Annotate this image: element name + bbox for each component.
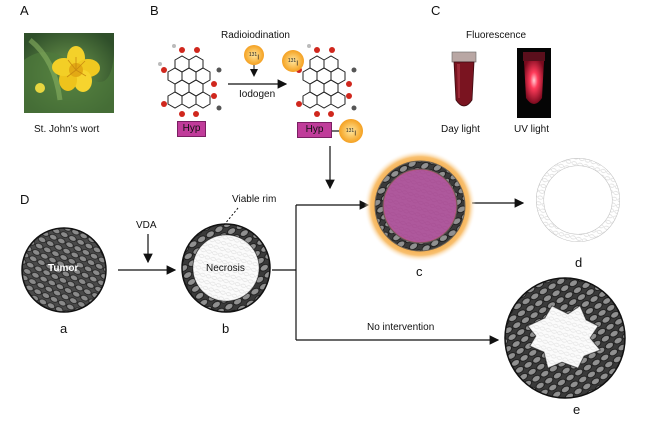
- hypericin-atoms-right: [293, 44, 357, 117]
- necrosis-label: Necrosis: [206, 263, 245, 274]
- viable-rim-pointer: [223, 207, 239, 226]
- tumor-d: [536, 158, 620, 242]
- stage-label-c: c: [416, 264, 423, 279]
- tumor-b: [181, 223, 271, 313]
- panel-letter-a: A: [20, 3, 29, 18]
- iodine-131-badge-top: 131I: [244, 45, 264, 65]
- viable-rim-label: Viable rim: [232, 194, 277, 205]
- iodine-131-badge-attached: 131I: [339, 119, 363, 143]
- uv-light-tube: [517, 48, 551, 118]
- stage-label-a: a: [60, 321, 68, 336]
- no-intervention-label: No intervention: [367, 322, 435, 333]
- branch-arrows: [272, 198, 525, 345]
- stage-label-b: b: [222, 321, 230, 336]
- day-light-tube: [451, 51, 477, 107]
- hypericin-molecule-left: [167, 55, 211, 109]
- vda-label: VDA: [136, 220, 157, 231]
- panel-letter-d: D: [20, 192, 30, 207]
- panel-letter-b: B: [150, 3, 159, 18]
- tumor-e: [504, 277, 626, 399]
- stage-label-e: e: [573, 402, 581, 417]
- tumor-a: [21, 227, 107, 313]
- tumor-label: Tumor: [48, 263, 79, 274]
- hyp-label-right: Hyp: [297, 122, 332, 138]
- iodogen-label: Iodogen: [239, 89, 276, 100]
- tumor-c: [364, 150, 476, 262]
- day-light-caption: Day light: [441, 124, 480, 135]
- panel-letter-c: C: [431, 3, 441, 18]
- hypericin-molecule-right: [302, 55, 346, 109]
- uv-light-caption: UV light: [514, 124, 550, 135]
- fluorescence-title: Fluorescence: [466, 30, 527, 41]
- hyp-label-left: Hyp: [177, 121, 206, 137]
- stage-label-d: d: [575, 255, 583, 270]
- iodine-131-badge-mid: 131I: [282, 50, 304, 72]
- st-johns-wort-caption: St. John's wort: [34, 124, 100, 135]
- radioiodination-title: Radioiodination: [221, 30, 290, 41]
- hypericin-atoms-left: [158, 44, 222, 117]
- st-johns-wort-photo: [24, 33, 114, 113]
